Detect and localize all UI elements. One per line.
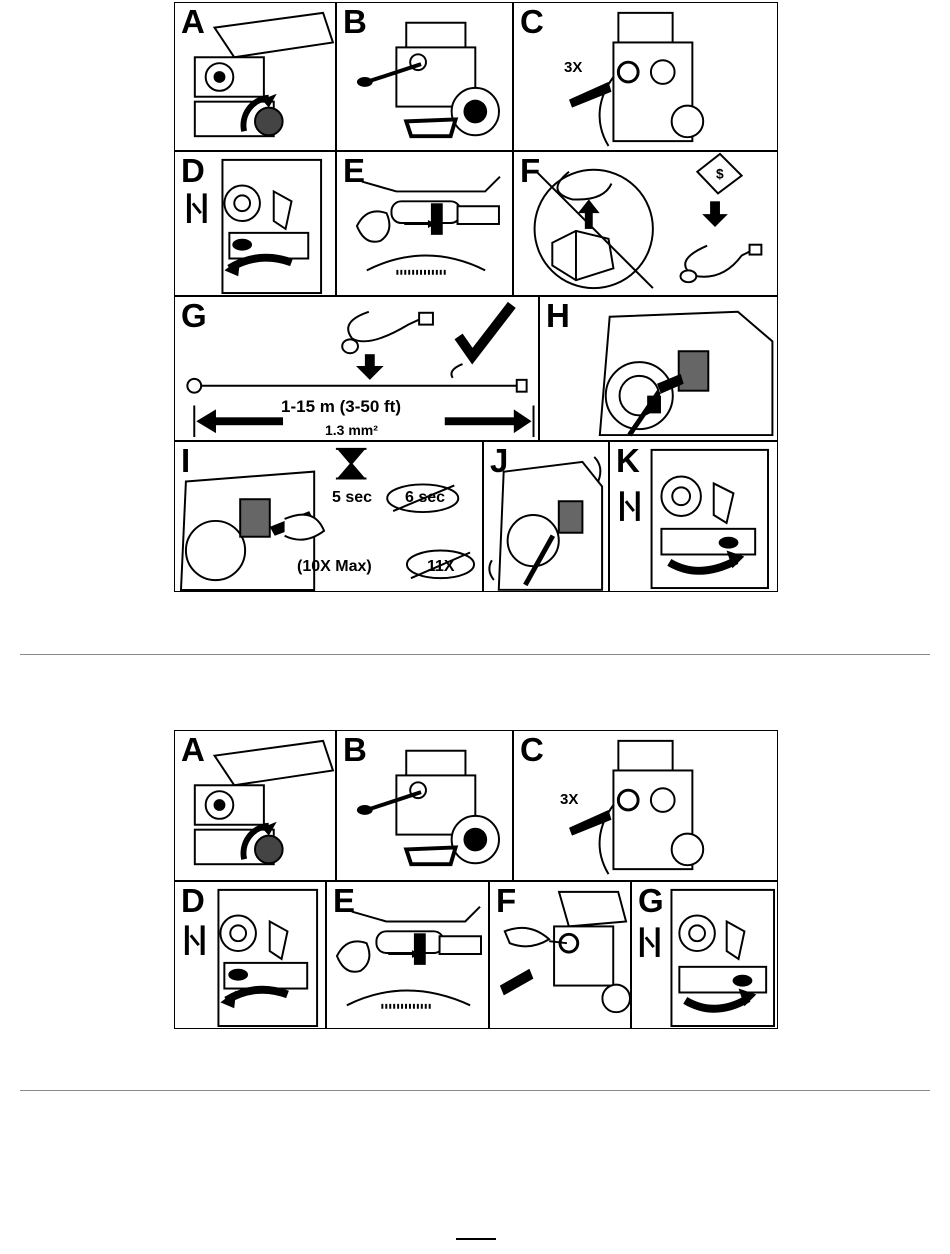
panel-1-b: B [336,2,513,151]
panel-2-c: C 3X [513,730,778,881]
cord-gauge-label: 1.3 mm² [325,422,378,438]
cord-length-label: 1-15 m (3-50 ft) [281,397,401,417]
panel-letter: C [520,733,544,766]
panel-letter: C [520,5,544,38]
panel-2-d: D [174,881,326,1029]
panel-letter: K [616,444,640,477]
panel-2-e: E [326,881,489,1029]
panel-letter: H [546,299,570,332]
hold-time-not-allowed-label: 6 sec [405,489,445,507]
primer-bulb-press-illustration [514,731,777,880]
panel-letter: E [333,884,355,917]
panel-letter: F [520,154,540,187]
section-divider [20,1090,930,1091]
panel-1-g: G 1-15 m (3-50 ft) 1.3 mm² [174,296,539,441]
max-attempts-label: (10X Max) [297,558,372,576]
panel-letter: D [181,154,205,187]
panel-letter: A [181,5,205,38]
panel-1-i: I 5 sec 6 sec (10X Max) 11X [174,441,483,592]
panel-1-f: $ F [513,151,778,296]
panel-letter: E [343,154,365,187]
panel-1-a: A [174,2,336,151]
svg-text:$: $ [716,167,724,182]
section-divider [20,654,930,655]
panel-2-b: B [336,730,513,881]
panel-2-a: A [174,730,336,881]
extension-cord-purchase-illustration: $ [514,152,777,295]
panel-letter: B [343,733,367,766]
panel-letter: D [181,884,205,917]
panel-letter: A [181,733,205,766]
panel-1-j: J [483,441,609,592]
panel-2-g: G [631,881,778,1029]
attempts-not-allowed-label: 11X [427,558,455,576]
plug-into-engine-illustration [540,297,777,440]
panel-letter: G [638,884,664,917]
panel-letter: I [181,444,190,477]
primer-bulb-press-illustration [514,3,777,150]
panel-1-c: C 3X [513,2,778,151]
panel-2-f: F [489,881,631,1029]
page-number-rule [456,1238,496,1240]
press-count-label: 3X [564,59,582,76]
panel-letter: J [490,444,508,477]
press-count-label: 3X [560,791,578,808]
panel-1-e: E [336,151,513,296]
panel-letter: G [181,299,207,332]
panel-1-d: D [174,151,336,296]
extension-cord-length-illustration [175,297,538,440]
panel-1-h: H [539,296,778,441]
panel-1-k: K [609,441,778,592]
panel-letter: B [343,5,367,38]
hold-time-label: 5 sec [332,489,372,507]
panel-letter: F [496,884,516,917]
